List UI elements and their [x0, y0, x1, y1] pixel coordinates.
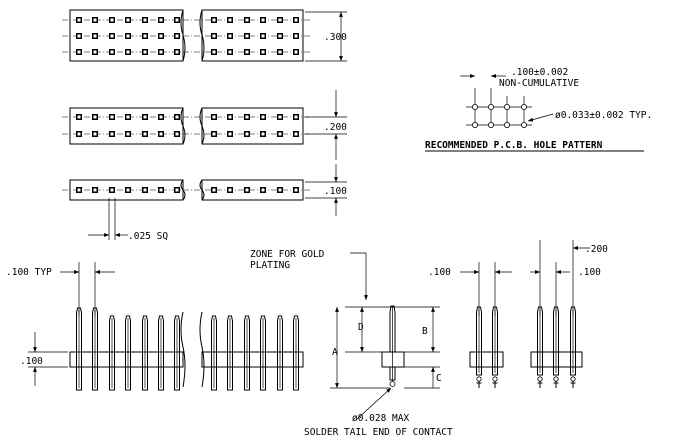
pcb-hole [487, 104, 494, 111]
end-pin [492, 306, 498, 376]
side-pin [244, 315, 250, 391]
pcb-hole [487, 122, 494, 129]
dim-100-height: .100 [20, 332, 68, 386]
typ-pitch-label: .100 TYP [6, 267, 52, 278]
end-view-100-label: .100 [578, 267, 601, 278]
dim-300-label: .300 [324, 32, 347, 43]
side-pin [158, 315, 164, 391]
side-pin [142, 315, 148, 391]
label-a: A [332, 347, 338, 358]
pcb-hole [503, 122, 510, 129]
dim-100-right-label: .100 [324, 186, 347, 197]
pcb-hole-diameter-label: ø0.033±0.002 TYP. [555, 110, 652, 121]
pcb-hole [521, 122, 528, 129]
dim-100-right: .100 [305, 164, 347, 216]
pcb-hole [471, 122, 478, 129]
one-row-header-top-view: .100 .025 SQ [62, 164, 347, 242]
side-pin [125, 315, 131, 391]
side-pin [109, 315, 115, 391]
label-c: C [436, 373, 442, 384]
dim-025-sq: .025 SQ [88, 198, 168, 242]
label-d: D [358, 322, 364, 333]
dim-200-label: .200 [324, 122, 347, 133]
label-b: B [422, 326, 428, 337]
tail-diameter-label: ø0.028 MAX [352, 413, 409, 424]
side-pin [227, 315, 233, 391]
side-pin [260, 315, 266, 391]
pcb-hole [521, 104, 528, 111]
pcb-pattern-title: RECOMMENDED P.C.B. HOLE PATTERN [425, 140, 603, 151]
end-pin [476, 306, 482, 376]
end-view-pitch-label: .100 [428, 267, 451, 278]
dim-025-sq-label: .025 SQ [128, 231, 168, 242]
side-pin [92, 307, 98, 391]
end-view-200-label: .200 [585, 244, 608, 255]
pcb-hole [471, 104, 478, 111]
side-pin [76, 307, 82, 391]
three-row-header-top-view: .300 [62, 9, 347, 62]
end-pin [553, 306, 559, 376]
tail-description-label: SOLDER TAIL END OF CONTACT [304, 427, 453, 438]
dim-100-typ: .100 TYP [6, 262, 115, 316]
end-pin [537, 306, 543, 376]
break-mark [180, 107, 205, 145]
dim-200: .200 [305, 90, 347, 160]
break-mark [180, 9, 205, 62]
pcb-hole [503, 104, 510, 111]
break-mark [180, 311, 205, 388]
dim-300: .300 [305, 11, 347, 62]
pcb-hole-pattern: .100±0.002 NON-CUMULATIVE ø0.033±0.002 T… [425, 67, 652, 152]
side-pin [277, 315, 283, 391]
zone-label-line1: ZONE FOR GOLD [250, 249, 325, 260]
two-row-header-top-view: .200 [62, 90, 347, 160]
end-pin [570, 306, 576, 376]
side-pin [211, 315, 217, 391]
height-label: .100 [20, 356, 43, 367]
header-side-view: .100 TYP .100 [6, 262, 304, 391]
pcb-pitch-label: .100±0.002 [511, 67, 568, 78]
side-pin [174, 315, 180, 391]
pcb-noncumulative-label: NON-CUMULATIVE [499, 78, 579, 89]
zone-label-line2: PLATING [250, 260, 290, 271]
contact-detail: ZONE FOR GOLD PLATING D A B C ø0.028 MAX… [250, 249, 453, 438]
side-pin [293, 315, 299, 391]
end-view-two-row: .100 [428, 262, 512, 388]
end-view-three-row: .200 .100 [530, 240, 608, 388]
